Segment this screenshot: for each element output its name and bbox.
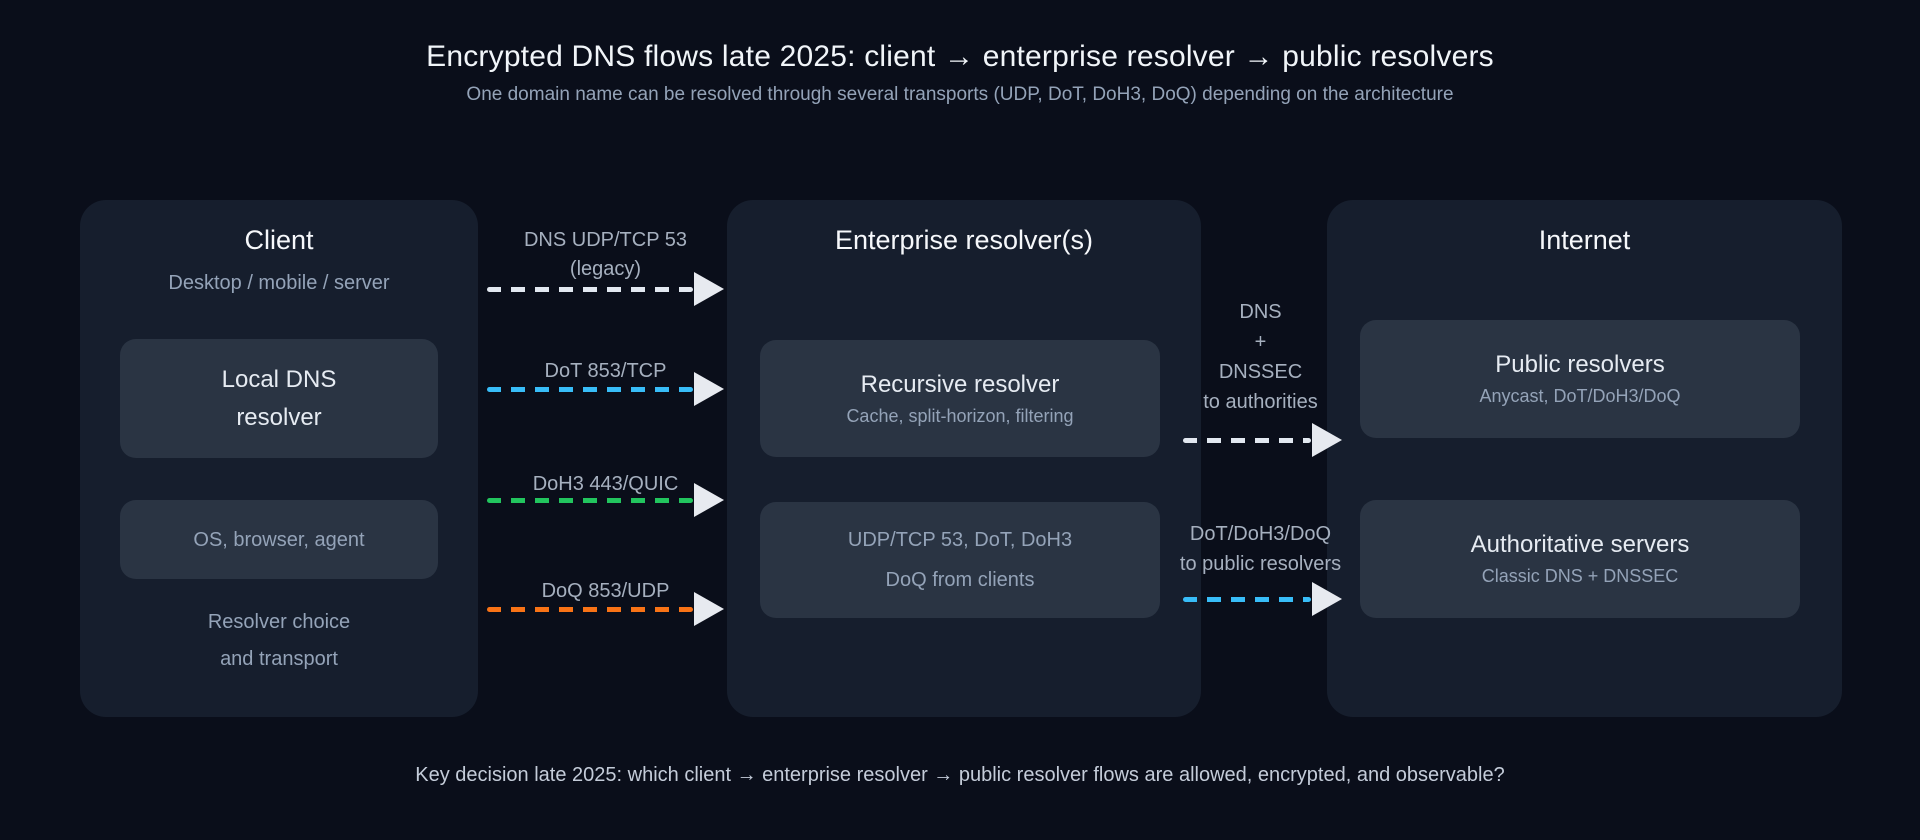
recursive-resolver-title: Recursive resolver xyxy=(860,370,1060,398)
arrowhead-icon xyxy=(1312,582,1342,616)
client-transports-line2: DoQ from clients xyxy=(885,569,1035,591)
internet-panel-title: Internet xyxy=(1538,225,1631,255)
dashed-line xyxy=(487,386,693,392)
authoritative-servers-title: Authoritative servers xyxy=(1470,531,1690,558)
dashed-line xyxy=(487,606,693,612)
flow-dns-legacy-label-line1: DNS UDP/TCP 53 xyxy=(523,229,687,251)
enterprise-panel: Enterprise resolver(s) Recursive resolve… xyxy=(727,200,1201,717)
arrowhead-icon xyxy=(1312,423,1342,457)
dashed-line xyxy=(1183,596,1311,602)
flow-dns-legacy-arrow xyxy=(487,272,724,306)
arrowhead-icon xyxy=(694,372,724,406)
resolver-choice-note: Resolver choice and transport xyxy=(80,604,478,678)
enterprise-panel-title: Enterprise resolver(s) xyxy=(834,225,1094,255)
public-resolvers-card: Public resolvers Anycast, DoT/DoH3/DoQ xyxy=(1360,320,1800,438)
arrowhead-icon xyxy=(694,483,724,517)
flow-dns-dnssec-label-line3: DNSSEC xyxy=(1218,361,1303,383)
client-panel: Client Desktop / mobile / server Local D… xyxy=(80,200,478,717)
dashed-line xyxy=(487,497,693,503)
resolver-choice-note-line2: and transport xyxy=(220,648,338,670)
local-dns-resolver-line2: resolver xyxy=(236,403,322,431)
resolver-choice-note-line1: Resolver choice xyxy=(207,611,351,633)
flow-dns-legacy-label: DNS UDP/TCP 53 (legacy) xyxy=(487,226,724,284)
flow-dns-dnssec-label-line1: DNS xyxy=(1239,301,1282,323)
dashed-line xyxy=(487,286,693,292)
recursive-resolver-card: Recursive resolver Cache, split-horizon,… xyxy=(760,340,1160,457)
client-transports-line1: UDP/TCP 53, DoT, DoH3 xyxy=(847,529,1073,551)
authoritative-servers-card: Authoritative servers Classic DNS + DNSS… xyxy=(1360,500,1800,618)
internet-panel: Internet Public resolvers Anycast, DoT/D… xyxy=(1327,200,1842,717)
flow-doq-label: DoQ 853/UDP xyxy=(541,580,670,602)
flow-dns-dnssec-arrow xyxy=(1183,423,1342,457)
client-panel-title: Client xyxy=(244,225,314,255)
diagram-title: Encrypted DNS flows late 2025: client → … xyxy=(426,40,1494,73)
client-panel-subtitle: Desktop / mobile / server xyxy=(168,272,390,294)
os-browser-agent-label: OS, browser, agent xyxy=(193,528,365,551)
key-decision-footer: Key decision late 2025: which client → e… xyxy=(415,764,1505,786)
client-transports-card: UDP/TCP 53, DoT, DoH3 DoQ from clients xyxy=(760,502,1160,618)
flow-encrypted-upstream-label-line1: DoT/DoH3/DoQ xyxy=(1189,523,1332,545)
recursive-resolver-subtitle: Cache, split-horizon, filtering xyxy=(846,405,1074,426)
flow-dns-dnssec-label-line2: + xyxy=(1254,331,1267,353)
dashed-line xyxy=(1183,437,1311,443)
arrowhead-icon xyxy=(694,272,724,306)
flow-doh3-arrow xyxy=(487,483,724,517)
local-dns-resolver-line1: Local DNS xyxy=(221,365,337,393)
flow-dns-dnssec-label-line4: to authorities xyxy=(1203,391,1318,413)
arrowhead-icon xyxy=(694,592,724,626)
flow-dns-legacy-label-line2: (legacy) xyxy=(569,258,642,280)
public-resolvers-subtitle: Anycast, DoT/DoH3/DoQ xyxy=(1479,386,1681,406)
authoritative-servers-subtitle: Classic DNS + DNSSEC xyxy=(1481,566,1679,586)
local-dns-resolver-card: Local DNS resolver xyxy=(120,339,438,458)
flow-doh3-label: DoH3 443/QUIC xyxy=(532,473,679,495)
flow-encrypted-upstream-label: DoT/DoH3/DoQ to public resolvers xyxy=(1138,519,1383,579)
flow-encrypted-upstream-arrow xyxy=(1183,582,1342,616)
flow-doq-arrow xyxy=(487,592,724,626)
os-browser-agent-card: OS, browser, agent xyxy=(120,500,438,579)
flow-dot-label: DoT 853/TCP xyxy=(544,360,667,382)
flow-dot-arrow xyxy=(487,372,724,406)
flow-encrypted-upstream-label-line2: to public resolvers xyxy=(1179,553,1342,575)
diagram-subtitle: One domain name can be resolved through … xyxy=(466,84,1454,105)
flow-dns-dnssec-label: DNS + DNSSEC to authorities xyxy=(1158,297,1363,417)
public-resolvers-title: Public resolvers xyxy=(1495,351,1665,378)
